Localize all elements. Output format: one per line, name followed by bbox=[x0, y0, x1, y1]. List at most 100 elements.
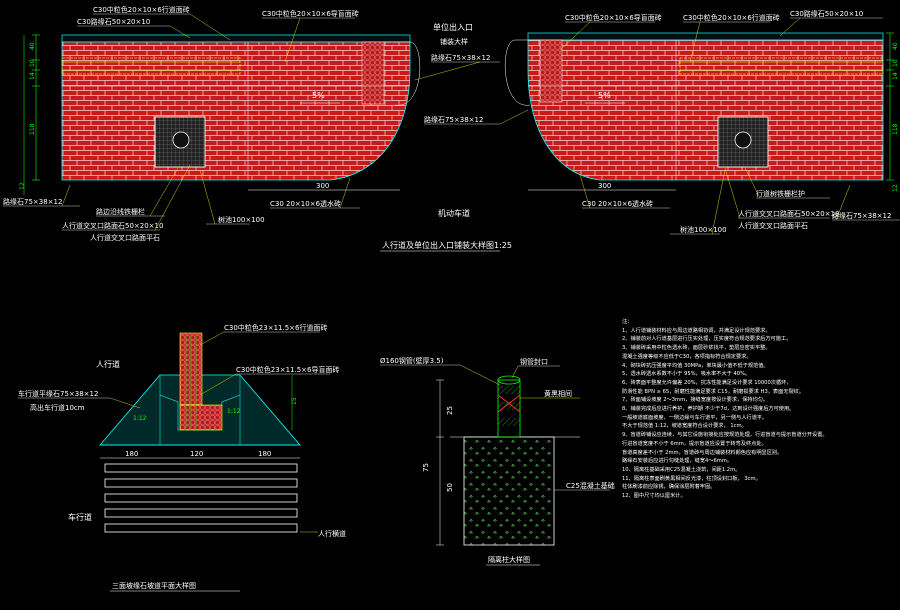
left-paving-area bbox=[61, 41, 411, 181]
left-dim-4: 118 bbox=[29, 123, 36, 135]
notes-line: 6、砖表面平整度允许偏差 20%，抗冻性能满足设计要求 10000次循环， bbox=[622, 379, 792, 386]
ramp-label-top2: C30中粒色23×11.5×6导盲面砖 bbox=[236, 365, 339, 374]
right-curb-mid-label: 路缘石75×38×12 bbox=[431, 53, 490, 62]
right-paving-area bbox=[527, 39, 884, 181]
right-tactile-block bbox=[539, 39, 563, 103]
left-label-curb-stone: 路缘石75×38×12 bbox=[3, 197, 62, 206]
center-curb-label2: 路缘石75×38×12 bbox=[424, 115, 483, 124]
right-label-corner: 人行道交叉口路面石50×20×10 bbox=[738, 209, 839, 218]
design-notes: 注： 1、人行道铺装材料应与周边道路相协调，并满足设计规范要求。 2、铺装前对人… bbox=[622, 318, 894, 501]
right-dim-4: 118 bbox=[892, 123, 899, 135]
notes-line: 混凝土强度等级不应低于C30，各项指标符合规定要求。 bbox=[622, 353, 752, 360]
curb-ramp-plan: C30中粒色23×11.5×6行道面砖 C30中粒色23×11.5×6导盲面砖 … bbox=[18, 323, 346, 592]
notes-line: 9、盲道砖铺设应连续，与其它设施衔接处应按规范处理，行进盲道与提示盲道分开设置。 bbox=[622, 432, 828, 439]
crosswalk-stripe-3 bbox=[104, 493, 298, 503]
bollard-paint-label: 黄黑相间 bbox=[544, 389, 572, 398]
right-dim-5: 12 bbox=[892, 184, 899, 192]
left-label-corner: 人行道交叉口路面石50×20×10 bbox=[62, 221, 163, 230]
left-dim-3: 14 bbox=[29, 72, 36, 80]
right-slope: 5% bbox=[598, 91, 611, 100]
notes-head: 注： bbox=[622, 319, 633, 325]
ramp-tactile-base bbox=[179, 404, 223, 431]
right-plan: 300 40 10 14 118 12 C30中粒色20×10×6导盲面砖 C3… bbox=[505, 9, 900, 235]
slope-label-2: 1:12 bbox=[227, 408, 241, 415]
right-dim-2: 10 bbox=[892, 59, 899, 67]
right-strip-yellow bbox=[679, 57, 884, 75]
right-label-c30-block: C30中粒色20×10×6导盲面砖 bbox=[565, 13, 662, 22]
ramp-label-top1: C30中粒色23×11.5×6行道面砖 bbox=[224, 323, 327, 332]
left-label-corner2: 人行道交叉口路面平石 bbox=[90, 233, 160, 242]
right-label-tree-guard: 行道树铁栅栏护 bbox=[756, 189, 805, 198]
left-tactile-block bbox=[361, 41, 385, 105]
bollard-foundation bbox=[463, 436, 555, 546]
left-label-c30-curb: C30路缘石50×20×10 bbox=[77, 17, 150, 26]
bollard-dim-top: 25 bbox=[446, 406, 454, 415]
curb-label: 车行道平缘石75×38×12 bbox=[18, 389, 98, 398]
notes-line: 2、铺装前对人行道基层进行压实处理，压实度符合规范要求后方可施工。 bbox=[622, 336, 792, 343]
notes-line: 4、砌块砖抗压强度平均值 30MPa，单块最小值不低于规范值。 bbox=[622, 362, 769, 369]
notes-line: 1、人行道铺装材料应与周边道路相协调，并满足设计规范要求。 bbox=[622, 327, 771, 334]
sidewalk-label: 人行道 bbox=[96, 359, 120, 369]
roadway-label: 车行道 bbox=[68, 512, 92, 522]
left-label-tree-pit: 树池100×100 bbox=[218, 215, 265, 224]
right-label-tree-pit: 树池100×100 bbox=[680, 225, 727, 234]
center-labels: 单位出入口 铺装大样 路缘石75×38×12 路缘石75×38×12 机动车道 … bbox=[380, 22, 529, 252]
crosswalk-stripe-4 bbox=[104, 508, 298, 518]
bollard-dim-mid: 75 bbox=[422, 463, 430, 472]
left-label-c30-block2: C30中粒色20×10×6导盲面砖 bbox=[262, 9, 359, 18]
bollard-detail: 25 75 50 Ø160钢管(壁厚3.5) 钢管封口 黄黑相间 C25混凝土基… bbox=[380, 356, 615, 566]
bollard-pipe-label: Ø160钢管(壁厚3.5) bbox=[380, 356, 444, 365]
notes-line: 一般坡道底面坡度，一侧边缘与车行道平，另一侧与人行道平。 bbox=[622, 414, 768, 421]
notes-line: 10、隔离柱基础采用C25混凝土浇筑，间距1.2m。 bbox=[622, 466, 741, 473]
crosswalk-stripe-2 bbox=[104, 478, 298, 488]
left-curb-strip bbox=[61, 34, 411, 43]
notes-line: 行进盲道宽度不小于 6mm，提示盲道应设置于转弯及终点处。 bbox=[622, 440, 767, 447]
right-label-corner2: 人行道交叉口路面平石 bbox=[738, 221, 808, 230]
ramp-dim-2: 120 bbox=[190, 450, 203, 458]
ramp-dim-side: 15 bbox=[291, 397, 298, 405]
crosswalk-stripe-1 bbox=[104, 463, 298, 473]
notes-line: 不大于规范值 1:12，坡道宽度符合设计要求， 1cm。 bbox=[622, 423, 747, 430]
entrance-sub: 铺装大样 bbox=[440, 37, 468, 46]
left-strip-yellow bbox=[61, 57, 241, 75]
plan-title: 人行道及单位出入口铺装大样图1:25 bbox=[382, 240, 512, 250]
bollard-dim-low: 50 bbox=[446, 483, 454, 492]
left-plan: 300 40 10 14 118 12 C30中粒色20×10×6行道面砖 C3… bbox=[3, 5, 420, 242]
bollard-caption: 隔离柱大样图 bbox=[488, 555, 530, 564]
right-dim-3: 14 bbox=[892, 72, 899, 80]
left-slope: 5% bbox=[312, 91, 325, 100]
right-manhole-icon bbox=[734, 131, 752, 149]
notes-line: 防滑性能 BPN ≥ 65，耐磨性能满足要求 C15，耐磨损要求 H3，表面无裂… bbox=[622, 388, 805, 395]
left-label-tree-guard: 路边沿线铁栅栏 bbox=[96, 207, 145, 216]
notes-line: 柱体刷漆前应除锈，确保涂层附着牢固。 bbox=[622, 484, 716, 491]
ramp-dim-3: 180 bbox=[258, 450, 271, 458]
right-label-c30-block2: C30中粒色20×10×6行道面砖 bbox=[683, 13, 780, 22]
right-dim-1: 40 bbox=[892, 42, 899, 50]
left-label-c30-block: C30中粒色20×10×6行道面砖 bbox=[93, 5, 190, 14]
left-manhole-icon bbox=[172, 131, 190, 149]
notes-line: 12、图中尺寸均以厘米计。 bbox=[622, 493, 686, 500]
notes-line: 11、隔离柱表面刷黄黑相间反光漆，柱顶设封口板， 3cm。 bbox=[622, 475, 761, 482]
left-dim-5: 12 bbox=[19, 182, 26, 190]
slope-label-1: 1:12 bbox=[133, 415, 147, 422]
notes-line: 3、铺装砖采用中粒色透水砖，面层砂浆找平，垫层应密实平整。 bbox=[622, 345, 771, 352]
right-curb-strip bbox=[527, 32, 884, 41]
ramp-caption: 三面坡缘石坡道平面大样图 bbox=[112, 581, 196, 590]
right-label-c30-curb: C30路缘石50×20×10 bbox=[790, 9, 863, 18]
right-label-bottom-paving: C30 20×10×6透水砖 bbox=[582, 199, 653, 208]
notes-line: 7、砖面铺设坡度 2～3mm，接缝宽度按设计要求，保持均匀。 bbox=[622, 397, 769, 404]
entrance-label: 单位出入口 bbox=[433, 22, 473, 32]
right-dim-bottom: 300 bbox=[598, 182, 611, 190]
notes-line: 5、透水砖透水系数不小于 95%，吸水率不大于 40%。 bbox=[622, 371, 751, 378]
notes-line: 路缘石安装后应进行勾缝处理，缝宽4～6mm。 bbox=[622, 458, 733, 465]
left-label-bottom-paving: C30 20×10×6透水砖 bbox=[270, 199, 341, 208]
bollard-concrete-label: C25混凝土基础 bbox=[566, 481, 615, 490]
left-dim-2: 10 bbox=[29, 59, 36, 67]
left-dim-bottom: 300 bbox=[316, 182, 329, 190]
ramp-dim-1: 180 bbox=[125, 450, 138, 458]
crosswalk-stripe-5 bbox=[104, 523, 298, 533]
right-label-curb-stone: 路缘石75×38×12 bbox=[832, 211, 891, 220]
notes-line: 盲道高度差不小于 2mm，盲道砖与周边铺装材料颜色应有明显区别。 bbox=[622, 449, 783, 456]
left-dim-1: 40 bbox=[29, 42, 36, 50]
